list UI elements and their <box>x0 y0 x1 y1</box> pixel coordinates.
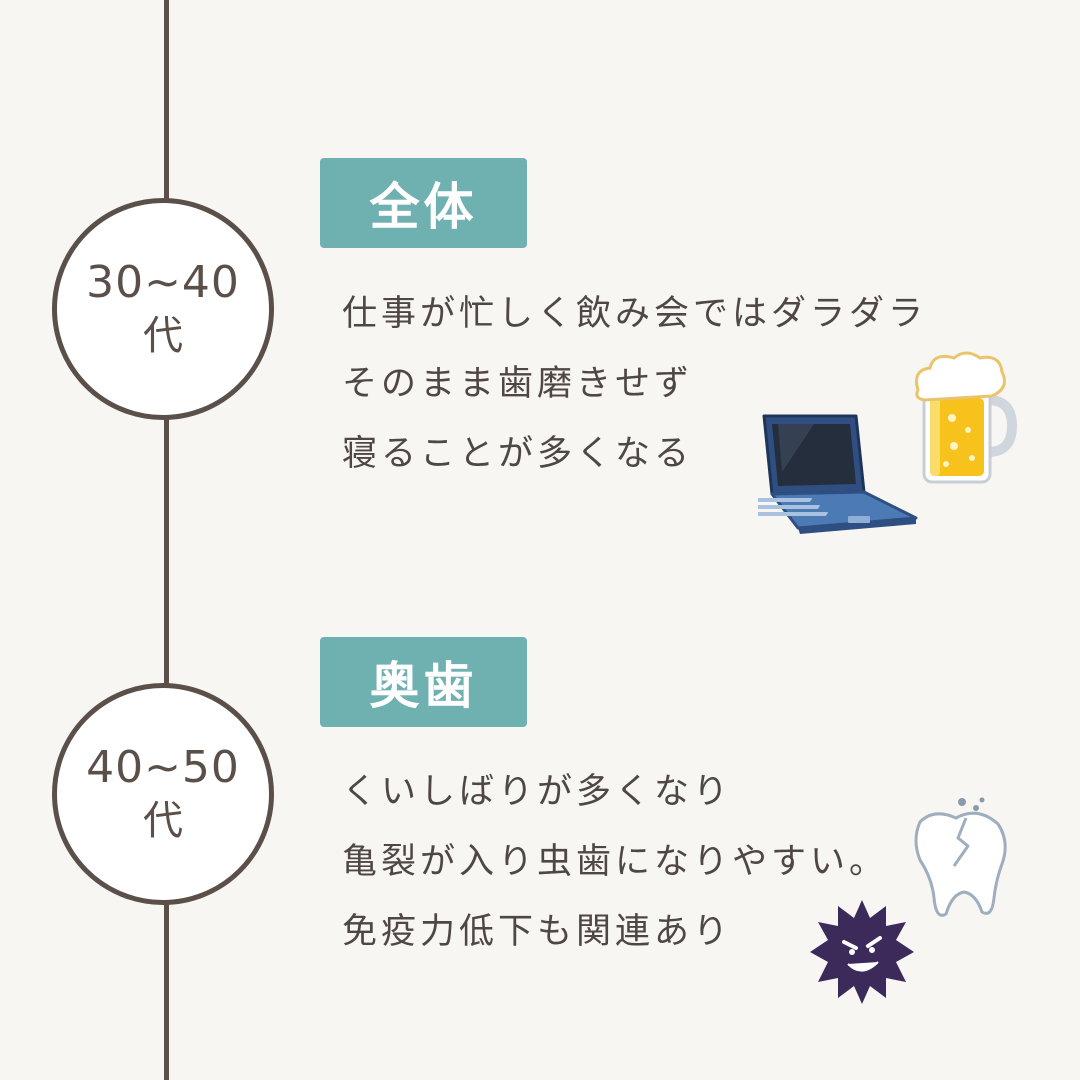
category-tag: 全体 <box>320 158 527 248</box>
description-line: 亀裂が入り虫歯になりやすい。 <box>342 842 889 882</box>
description-list: くいしばりが多くなり 亀裂が入り虫歯になりやすい。 免疫力低下も関連あり <box>342 764 888 974</box>
age-circle-30-40: 30~40 代 <box>52 198 274 420</box>
description-line: 免疫力低下も関連あり <box>342 912 733 952</box>
cracked-tooth-icon <box>914 797 1007 917</box>
description-line: くいしばりが多くなり <box>342 772 733 812</box>
timeline-line <box>164 0 169 1080</box>
age-circle-40-50: 40~50 代 <box>52 683 274 905</box>
description-line: そのまま歯磨きせず <box>342 364 694 404</box>
description-list: 仕事が忙しく飲み会ではダラダラ そのまま歯磨きせず 寝ることが多くなる <box>342 286 927 496</box>
germ-icon <box>810 900 914 1004</box>
age-range: 30~40 <box>86 257 240 308</box>
age-range: 40~50 <box>86 742 240 793</box>
beer-mug-icon <box>915 351 1018 484</box>
laptop-icon <box>758 414 918 534</box>
age-suffix: 代 <box>143 798 183 844</box>
description-line: 仕事が忙しく飲み会ではダラダラ <box>342 294 928 334</box>
description-line: 寝ることが多くなる <box>342 434 694 474</box>
category-tag: 奥歯 <box>320 637 527 727</box>
age-suffix: 代 <box>143 313 183 359</box>
